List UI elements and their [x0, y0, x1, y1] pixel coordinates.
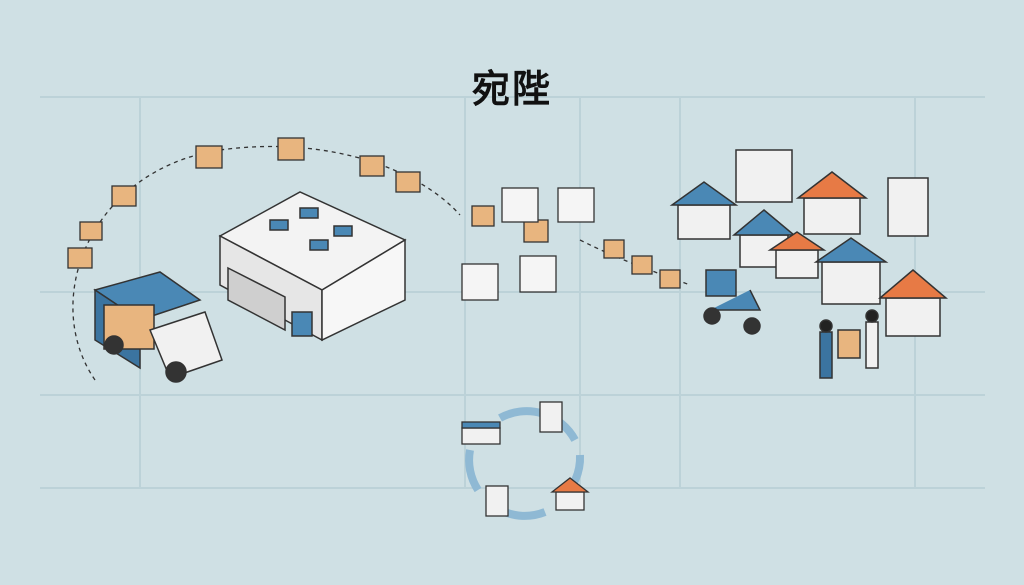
cycle-diagram	[461, 401, 590, 520]
people-handing-package	[819, 309, 879, 379]
page-title: 宛陛	[471, 67, 552, 111]
warehouse	[218, 191, 407, 342]
white-crates	[461, 187, 595, 301]
delivery-truck	[93, 271, 223, 383]
town-houses	[669, 149, 949, 337]
delivery-scooter	[703, 269, 762, 335]
parcel-boxes	[67, 137, 681, 289]
